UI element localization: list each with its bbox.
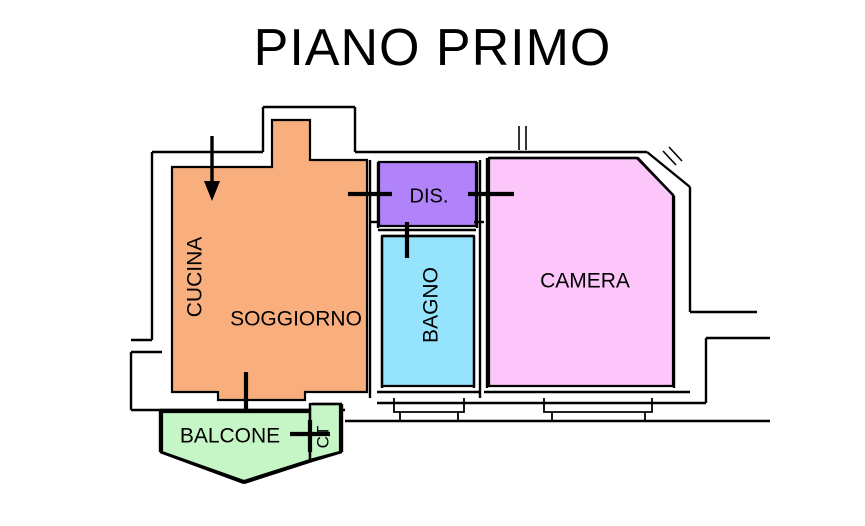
room-label-soggiorno: SOGGIORNO [230, 308, 362, 331]
wall-camera-chamfer-inner [636, 157, 675, 197]
wall-balcone-bottom-left [159, 450, 245, 485]
balcone-outline-group [158, 402, 344, 485]
wall-top-right-chamfer [646, 151, 691, 188]
projection-under-camera-sill [551, 412, 646, 422]
entry-arrow-head [204, 181, 220, 201]
window-hatch-group [518, 126, 683, 166]
room-label-dis: DIS. [410, 185, 449, 207]
wall-ct-right [311, 450, 343, 463]
room-label-camera: CAMERA [540, 270, 630, 293]
projection-under-bagno [393, 398, 465, 413]
window-hatch-chamfer-a [662, 150, 677, 166]
room-label-balcone: BALCONE [180, 425, 280, 448]
window-hatch-chamfer-b [668, 146, 683, 162]
projection-under-bagno-sill [399, 412, 459, 422]
outer-wall-group [129, 105, 770, 412]
room-label-bagno: BAGNO [420, 267, 443, 343]
balcony-projection-group [345, 398, 770, 423]
door-mark-group [243, 191, 514, 452]
room-balcone-fill [160, 410, 312, 483]
partition-wall-group [368, 156, 690, 398]
page-title: PIANO PRIMO [253, 19, 612, 77]
room-label-cucina: CUCINA [184, 237, 207, 318]
room-cucina-soggiorno-fill [170, 118, 369, 402]
wall-balcone-bottom-right [243, 459, 313, 485]
room-label-ct: CT [313, 426, 332, 449]
projection-under-camera [543, 398, 653, 413]
entry-arrow [204, 136, 220, 201]
